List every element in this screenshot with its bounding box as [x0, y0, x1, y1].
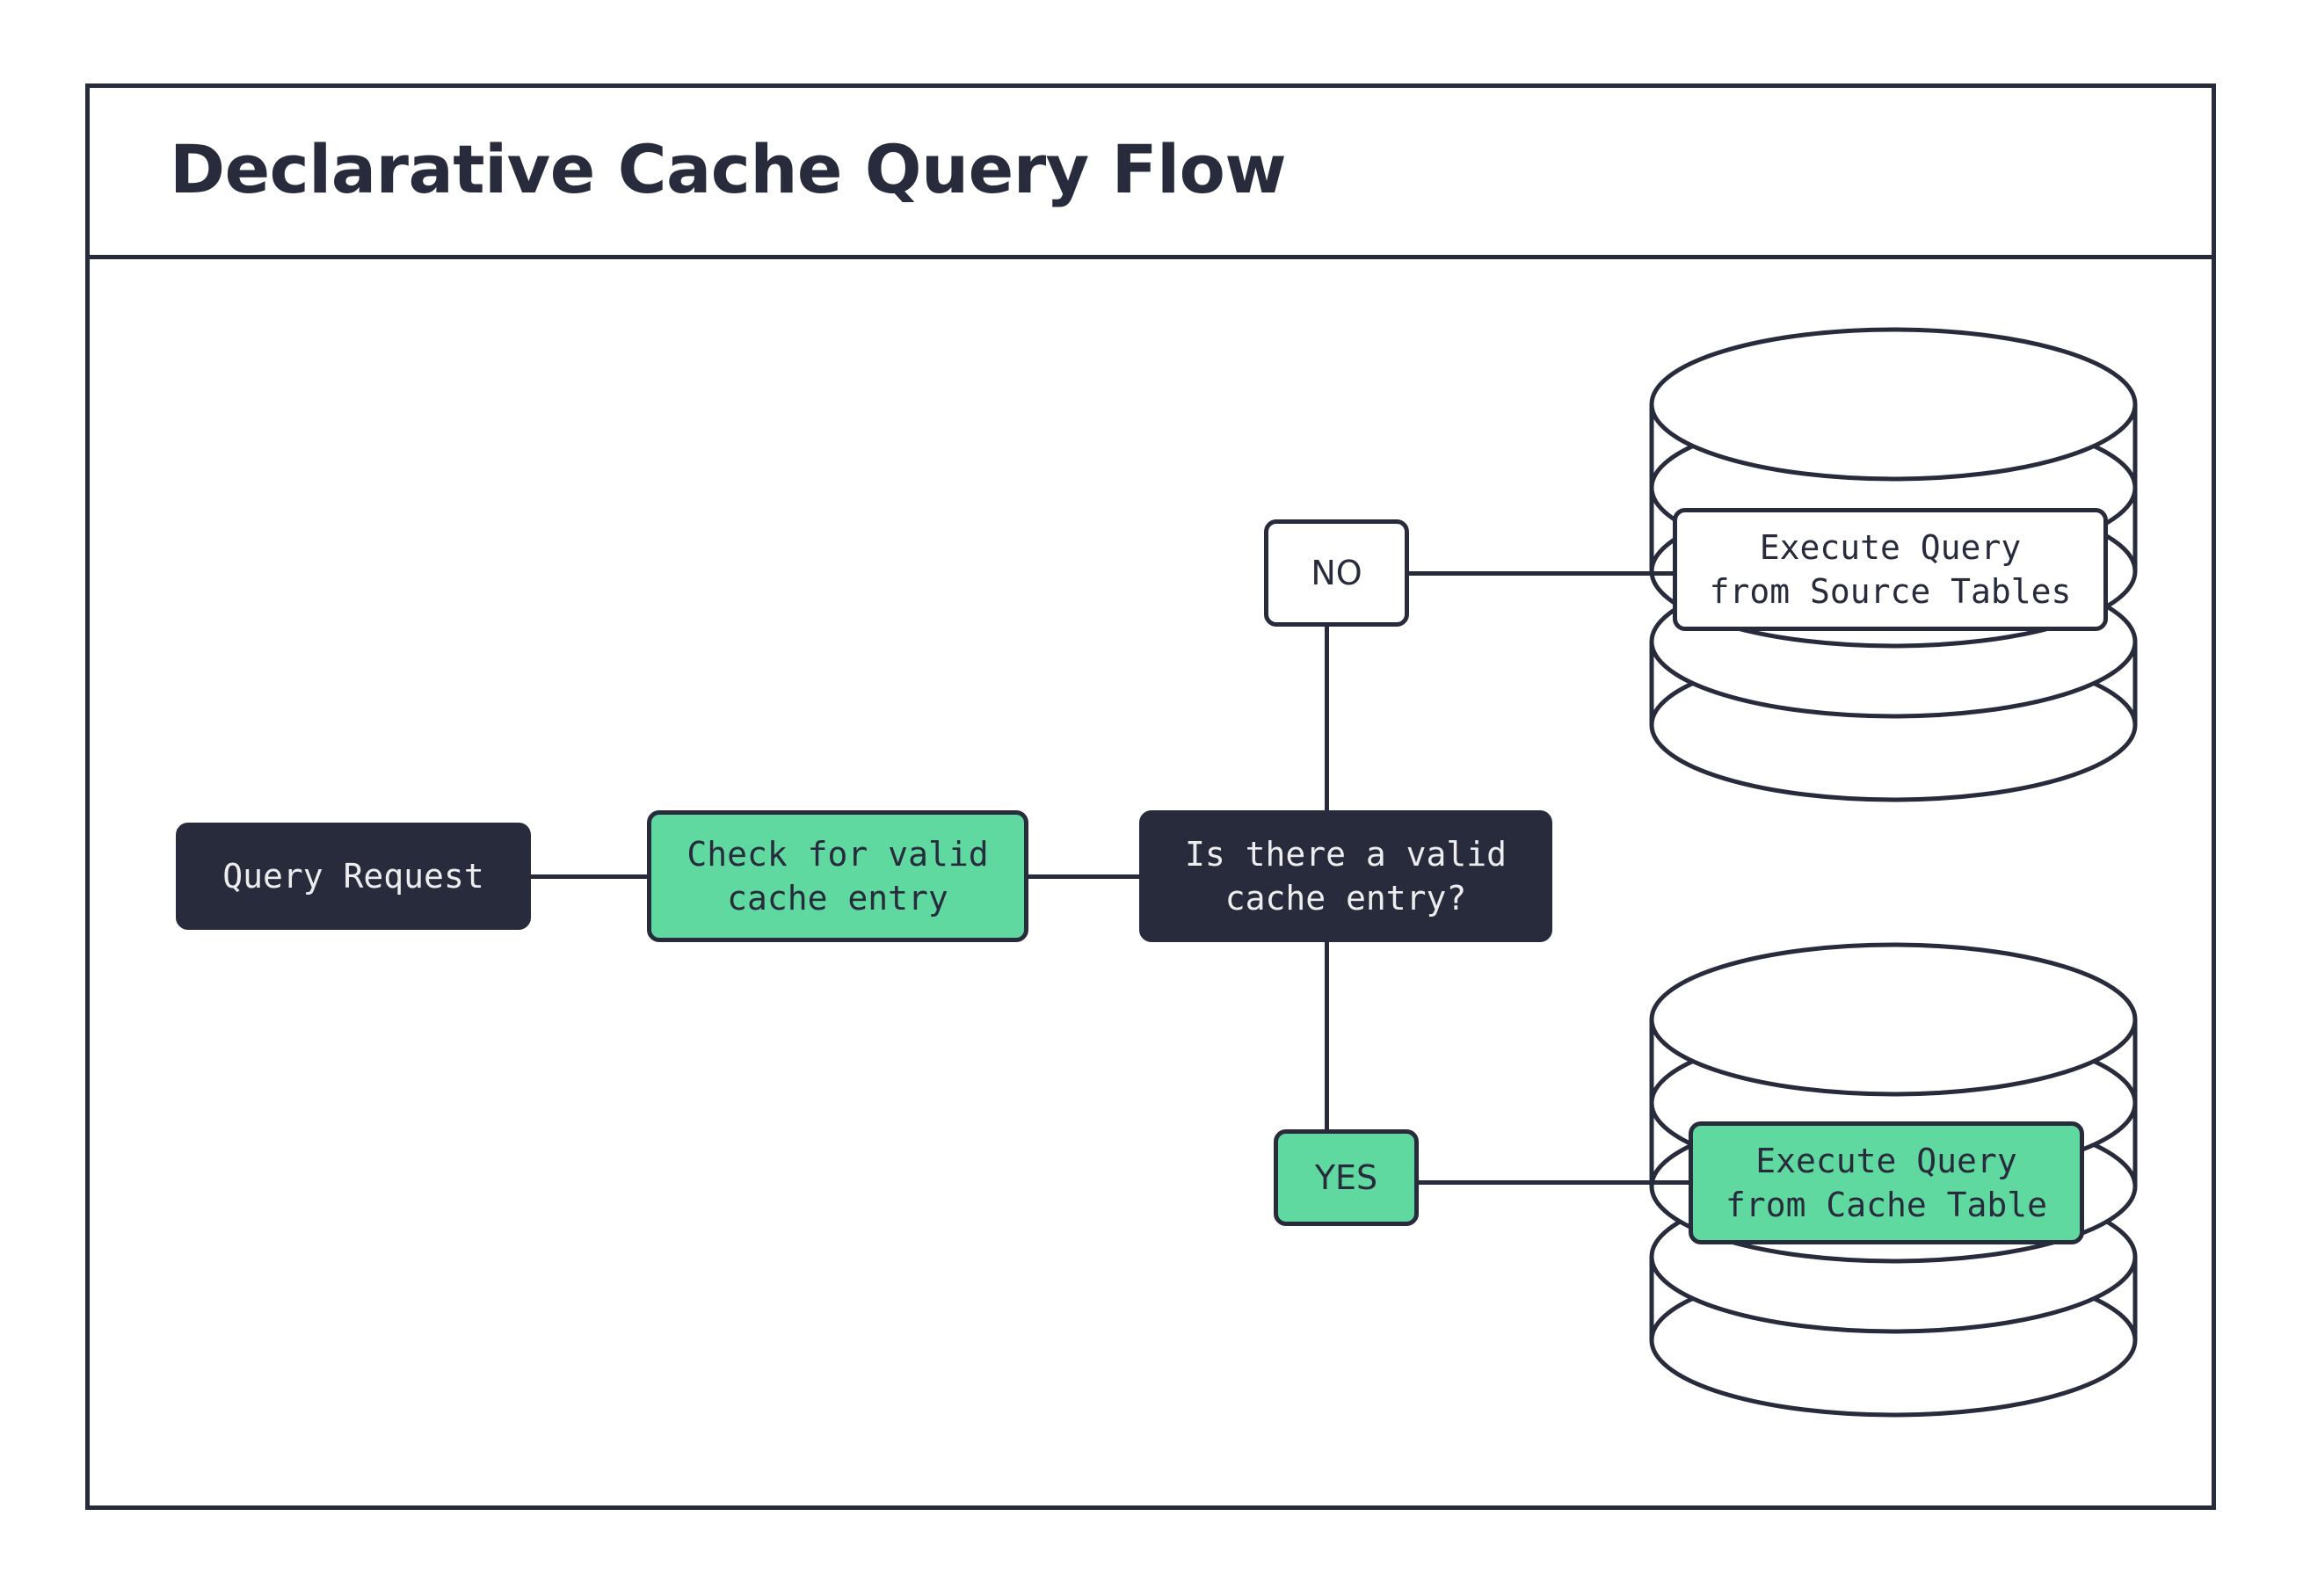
node-execute-query-from-source-tables[interactable]: Execute Query from Source Tables [1673, 508, 2108, 631]
diagram-title: Declarative Cache Query Flow [170, 130, 1287, 208]
title-bar: Declarative Cache Query Flow [85, 83, 2216, 259]
node-is-there-a-valid-cache-entry[interactable]: Is there a valid cache entry? [1139, 810, 1552, 942]
edge-decision-to-no [1325, 620, 1329, 812]
node-execute-query-from-cache-table[interactable]: Execute Query from Cache Table [1689, 1121, 2084, 1244]
edge-decision-to-yes [1325, 940, 1329, 1132]
node-check-for-valid-cache-entry[interactable]: Check for valid cache entry [647, 810, 1028, 942]
edge-label-yes[interactable]: YES [1274, 1129, 1419, 1226]
edge-label-no[interactable]: NO [1264, 519, 1409, 627]
edge-query-request-to-check-cache [531, 874, 649, 879]
edge-yes-to-exec-cache [1417, 1180, 1698, 1185]
edge-check-cache-to-decision [1027, 874, 1141, 879]
edge-no-to-exec-source [1407, 571, 1689, 576]
node-query-request[interactable]: Query Request [176, 823, 531, 930]
